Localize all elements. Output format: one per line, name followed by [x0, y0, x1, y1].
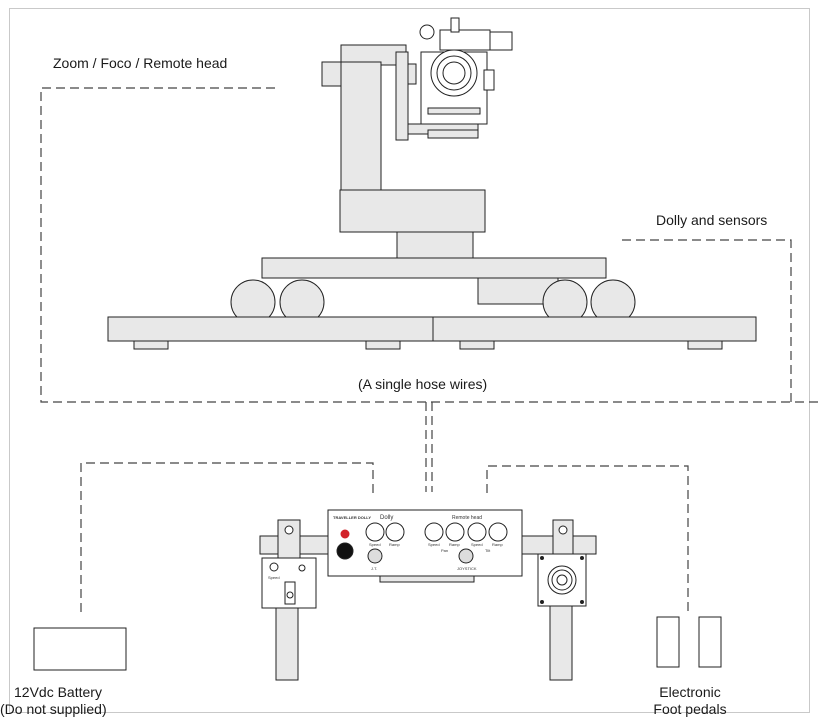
- head-tilt-knob: [407, 63, 417, 85]
- wire-pedals: [486, 465, 689, 612]
- power-button: [336, 542, 354, 560]
- foot-pedal-left: [656, 616, 680, 668]
- battery-label-line1: 12Vdc Battery: [14, 684, 102, 700]
- wire-dolly-sensors: [622, 239, 792, 402]
- pan-label: Pan: [441, 548, 448, 553]
- track-left: [107, 316, 434, 342]
- controller: TRAVELLER DOLLY Dolly Remote head Speed …: [259, 509, 597, 583]
- controller-brand: TRAVELLER DOLLY: [333, 515, 371, 520]
- camera-mic: [419, 24, 435, 40]
- camera-lower-strip: [427, 107, 481, 115]
- head-joystick-label: JOYSTICK: [457, 566, 477, 571]
- camera-mount-base: [427, 129, 479, 139]
- diagram-frame: [9, 8, 810, 713]
- pan-speed-label: Speed: [428, 542, 440, 547]
- head-vertical-arm: [340, 61, 382, 193]
- left-trigger-dot: [286, 591, 294, 599]
- track-foot: [459, 340, 495, 350]
- head-joystick: [458, 548, 474, 564]
- controller-panel: [327, 509, 523, 577]
- tilt-ramp-label: Ramp: [492, 542, 503, 547]
- right-box-screw: [540, 556, 544, 560]
- head-base-block: [339, 189, 486, 233]
- remote-head: [321, 44, 486, 259]
- camera-top-handle: [439, 29, 491, 51]
- right-joystick-inner: [556, 574, 568, 586]
- pan-ramp-knob: [445, 522, 465, 542]
- dolly: [107, 257, 757, 350]
- tilt-ramp-knob: [488, 522, 508, 542]
- right-handle: [537, 519, 587, 681]
- remote-section-title: Remote head: [452, 515, 482, 521]
- camera-side-box: [483, 69, 495, 91]
- track-foot: [687, 340, 723, 350]
- foot-pedal-right: [698, 616, 722, 668]
- camera: [419, 17, 513, 125]
- left-small-knob: [298, 564, 306, 572]
- left-clamp-bolt: [284, 525, 294, 535]
- battery-label-line2: (Do not supplied): [0, 701, 107, 717]
- hose-label: (A single hose wires): [358, 376, 488, 392]
- camera-lens-inner: [442, 61, 466, 85]
- wiring: [40, 87, 820, 612]
- dolly-joystick-label: J.T.: [371, 566, 377, 571]
- pedals-label-line1: Electronic: [659, 684, 721, 700]
- dolly-platform: [261, 257, 607, 279]
- pan-speed-knob: [424, 522, 444, 542]
- battery-label: 12Vdc Battery (Do not supplied): [0, 684, 107, 718]
- head-pan-knob: [321, 61, 344, 87]
- head-neck: [396, 231, 474, 259]
- pedals-label: Electronic Foot pedals: [640, 684, 740, 718]
- tilt-label: Tilt: [485, 548, 491, 553]
- right-box-screw: [540, 600, 544, 604]
- pan-ramp-label: Ramp: [449, 542, 460, 547]
- remote-head-label: Zoom / Foco / Remote head: [53, 55, 228, 71]
- right-box-screw: [580, 556, 584, 560]
- indicator-led: [340, 529, 350, 539]
- track-foot: [365, 340, 401, 350]
- left-handle-grip: [275, 603, 299, 681]
- left-handle: Speed: [261, 519, 317, 681]
- track-foot: [133, 340, 169, 350]
- dolly-speed-knob: [365, 522, 385, 542]
- tilt-speed-knob: [467, 522, 487, 542]
- right-handle-clamp: [552, 519, 574, 557]
- right-box-screw: [580, 600, 584, 604]
- dolly-joystick: [367, 548, 383, 564]
- track-right: [432, 316, 757, 342]
- head-tilt-plate: [395, 51, 409, 141]
- dolly-ramp-label: Ramp: [389, 542, 400, 547]
- right-clamp-bolt: [558, 525, 568, 535]
- dolly-ramp-knob: [385, 522, 405, 542]
- wire-battery: [80, 462, 374, 612]
- dolly-section-title: Dolly: [380, 515, 393, 521]
- left-speed-knob: [269, 562, 279, 572]
- pedals-label-line2: Foot pedals: [653, 701, 727, 717]
- left-speed-label: Speed: [268, 575, 280, 580]
- battery: [33, 627, 127, 671]
- dolly-sensors-label: Dolly and sensors: [656, 212, 768, 228]
- tilt-speed-label: Speed: [471, 542, 483, 547]
- dolly-speed-label: Speed: [369, 542, 381, 547]
- camera-top-post: [450, 17, 460, 33]
- right-handle-grip: [549, 603, 573, 681]
- camera-viewfinder: [489, 31, 513, 51]
